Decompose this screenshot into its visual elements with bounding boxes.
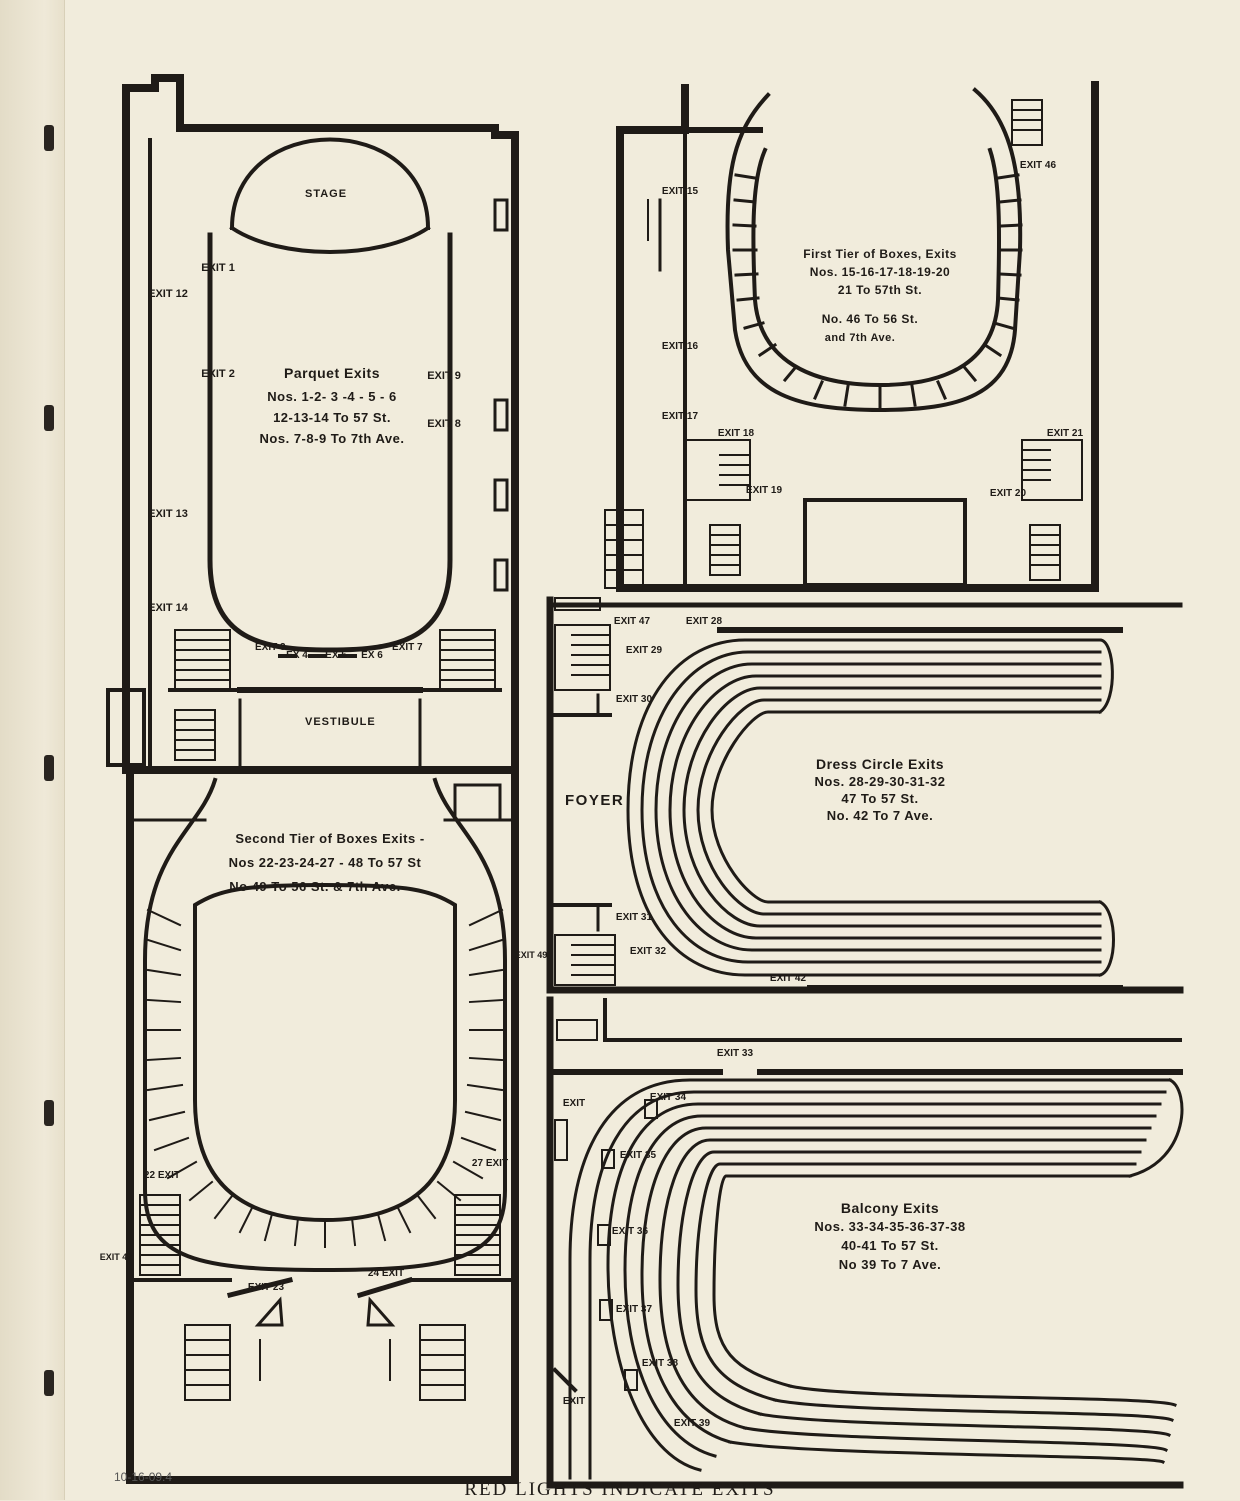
second-tier-exit-24: 24 EXIT [367, 1268, 405, 1279]
second-tier-exit-23: EXIT 23 [247, 1282, 285, 1293]
first-tier-exit-16: EXIT 16 [661, 341, 699, 352]
parquet-exit-14: EXIT 14 [148, 602, 188, 614]
first-tier-line-2: 21 To 57th St. [837, 283, 923, 297]
parquet-exit-12: EXIT 12 [148, 288, 188, 300]
dress-circle-title: Dress Circle Exits [815, 756, 945, 772]
balcony-line-2: 40-41 To 57 St. [841, 1238, 939, 1253]
stage-label: STAGE [305, 188, 348, 200]
parquet-exit-13: EXIT 13 [148, 508, 188, 520]
balcony-exit-top-left: EXIT [562, 1098, 586, 1109]
first-tier-title: First Tier of Boxes, Exits [803, 247, 957, 261]
binding-stitch [44, 755, 54, 781]
parquet-exit-2: EXIT 2 [201, 368, 235, 380]
parquet-exits-line-1: Nos. 1-2- 3 -4 - 5 - 6 [267, 389, 397, 404]
footer-caption: RED LIGHTS INDICATE EXITS [464, 1479, 776, 1500]
parquet-exits-title: Parquet Exits [284, 365, 380, 381]
parquet-exit-1: EXIT 1 [201, 262, 235, 274]
balcony-title: Balcony Exits [840, 1200, 940, 1216]
first-tier-exit-17: EXIT 17 [661, 411, 699, 422]
second-tier-exit-22: 22 EXIT [143, 1170, 181, 1181]
balcony-exit-bottom-left: EXIT [562, 1396, 586, 1407]
dress-circle-exit-31: EXIT 31 [615, 912, 653, 923]
dress-circle-plan [546, 596, 1184, 994]
second-tier-exit-49: EXIT 49 [514, 950, 548, 960]
balcony-exit-36: EXIT 36 [611, 1226, 649, 1237]
dress-circle-exit-30: EXIT 30 [615, 694, 653, 705]
parquet-exit-5: EX 5 [325, 650, 347, 661]
binding-stitch [44, 1100, 54, 1126]
dress-circle-line-1: Nos. 28-29-30-31-32 [814, 774, 946, 789]
second-tier-line-2: No 49 To 56 St. & 7th Ave. [229, 879, 401, 894]
dress-circle-exit-29: EXIT 29 [625, 645, 663, 656]
balcony-exit-35: EXIT 35 [619, 1150, 657, 1161]
balcony-exit-37: EXIT 37 [615, 1304, 653, 1315]
parquet-exit-8: EXIT 8 [427, 418, 461, 430]
balcony-exit-33: EXIT 33 [716, 1048, 754, 1059]
binding-stitch [44, 125, 54, 151]
second-tier-exit-48: EXIT 48 [99, 1252, 133, 1262]
parquet-exit-7: EXIT 7 [392, 642, 423, 653]
second-tier-line-1: Nos 22-23-24-27 - 48 To 57 St [228, 855, 422, 870]
first-tier-line-4: and 7th Ave. [824, 332, 896, 344]
parquet-plan [106, 74, 519, 774]
parquet-exits-line-3: Nos. 7-8-9 To 7th Ave. [259, 431, 405, 446]
first-tier-line-1: Nos. 15-16-17-18-19-20 [809, 265, 951, 279]
first-tier-line-3: No. 46 To 56 St. [821, 312, 919, 326]
second-tier-title: Second Tier of Boxes Exits - [235, 831, 425, 846]
first-tier-exit-15: EXIT 15 [661, 186, 699, 197]
binding-stitch [44, 405, 54, 431]
parquet-exits-line-2: 12-13-14 To 57 St. [273, 410, 391, 425]
dress-circle-exit-47: EXIT 47 [613, 616, 651, 627]
parquet-exit-6: EX 6 [361, 650, 383, 661]
balcony-exit-39: EXIT 39 [673, 1418, 711, 1429]
dress-circle-line-3: No. 42 To 7 Ave. [826, 808, 934, 823]
first-tier-plan [604, 81, 1099, 592]
parquet-exit-9: EXIT 9 [427, 370, 461, 382]
pencil-note: 10-16-09.4 [114, 1470, 173, 1484]
second-tier-plan [126, 771, 519, 1484]
balcony-exit-38: EXIT 38 [641, 1358, 679, 1369]
dress-circle-exit-32: EXIT 32 [629, 946, 667, 957]
binding-edge [0, 0, 65, 1500]
parquet-exit-3: EXIT 3 [255, 642, 286, 653]
binding-stitch [44, 1370, 54, 1396]
balcony-line-1: Nos. 33-34-35-36-37-38 [814, 1219, 966, 1234]
dress-circle-exit-42: EXIT 42 [769, 973, 807, 984]
second-tier-exit-27: 27 EXIT [471, 1158, 509, 1169]
first-tier-exit-21: EXIT 21 [1046, 428, 1084, 439]
vestibule-label: VESTIBULE [305, 716, 376, 728]
foyer-label: FOYER [565, 792, 625, 809]
dress-circle-line-2: 47 To 57 St. [841, 791, 919, 806]
first-tier-exit-20: EXIT 20 [989, 488, 1027, 499]
first-tier-exit-19: EXIT 19 [745, 485, 783, 496]
balcony-exit-34: EXIT 34 [649, 1092, 687, 1103]
balcony-line-3: No 39 To 7 Ave. [838, 1257, 942, 1272]
first-tier-exit-18: EXIT 18 [717, 428, 755, 439]
balcony-plan [546, 996, 1184, 1489]
parquet-exit-4: EX 4 [286, 650, 308, 661]
dress-circle-exit-28: EXIT 28 [685, 616, 723, 627]
first-tier-exit-46: EXIT 46 [1019, 160, 1057, 171]
